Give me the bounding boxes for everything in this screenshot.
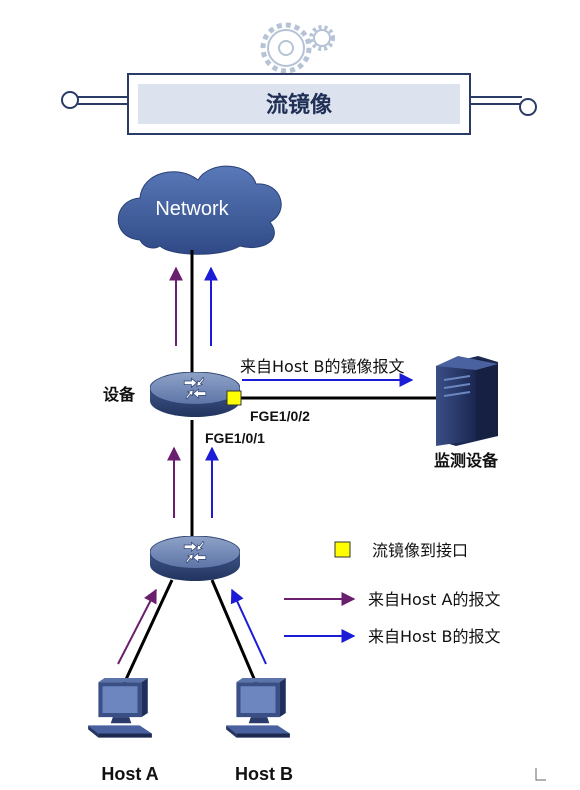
left-connector-icon bbox=[61, 91, 79, 109]
page-title: 流镜像 bbox=[266, 92, 333, 118]
host-a-link-line bbox=[120, 579, 174, 689]
host-b-flow-arrow bbox=[230, 588, 267, 665]
legend-host-a-label: 来自Host A的报文 bbox=[368, 590, 500, 609]
server-icon bbox=[436, 356, 498, 446]
mirror-flow-label: 来自Host B的镜像报文 bbox=[240, 357, 405, 376]
legend: 流镜像到接口 来自Host A的报文 来自Host B的报文 bbox=[284, 541, 501, 646]
uplink-port-label: FGE1/0/1 bbox=[205, 430, 265, 446]
gear-icon bbox=[260, 22, 335, 74]
host-a-flow-arrow bbox=[117, 588, 157, 665]
network-cloud: Network bbox=[117, 165, 282, 255]
device-label: 设备 bbox=[103, 385, 136, 404]
network-label: Network bbox=[155, 198, 229, 220]
host-b-label: Host B bbox=[235, 764, 293, 784]
host-a-label: Host A bbox=[101, 764, 158, 784]
right-connector-icon bbox=[519, 98, 537, 116]
monitor-label: 监测设备 bbox=[434, 451, 499, 470]
header-banner: 流镜像 bbox=[61, 22, 537, 135]
legend-port-swatch bbox=[334, 541, 351, 558]
mirror-port-marker bbox=[226, 390, 242, 406]
access-switch bbox=[150, 536, 240, 581]
legend-port-label: 流镜像到接口 bbox=[372, 541, 468, 560]
host-b-pc-icon bbox=[226, 678, 290, 738]
mirror-port-label: FGE1/0/2 bbox=[250, 408, 310, 424]
host-a-pc-icon bbox=[88, 678, 152, 738]
corner-mark bbox=[535, 768, 546, 781]
legend-host-b-label: 来自Host B的报文 bbox=[368, 627, 501, 646]
host-b-link-line bbox=[210, 579, 260, 689]
